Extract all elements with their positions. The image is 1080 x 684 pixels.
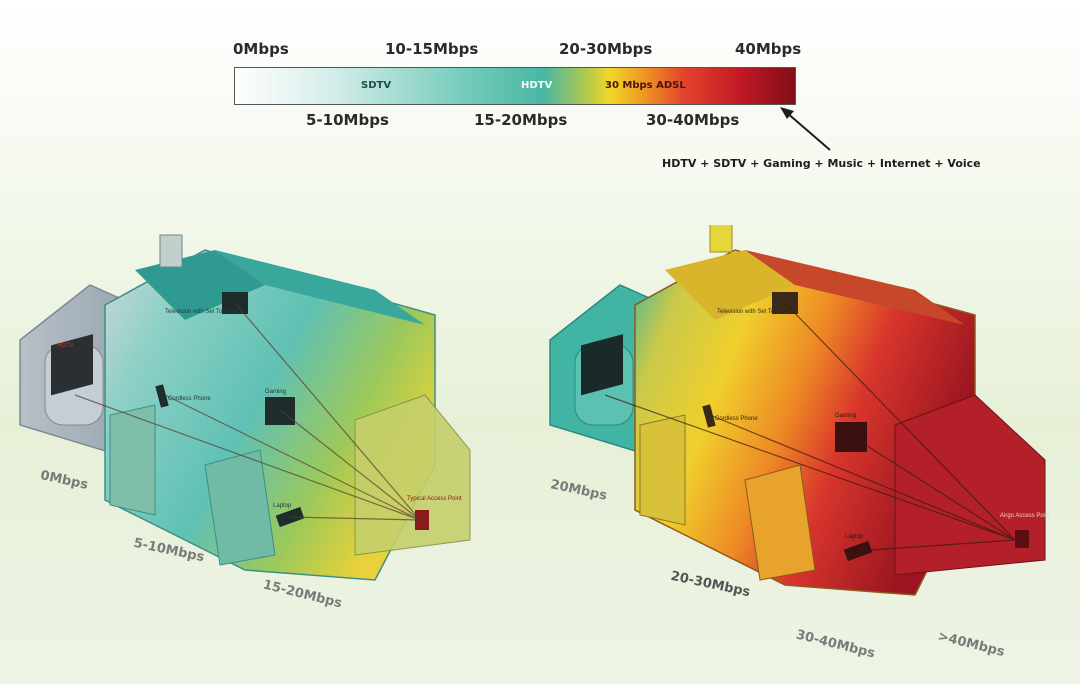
device-label-tv-stb: Television with Set Top Box [717,309,790,315]
device-label-cordless: Cordless Phone [715,416,758,422]
device-label-hdtv: HDTV [57,343,73,349]
scale-tick-0mbps: 0Mbps [233,40,289,58]
scale-tick-40mbps: 40Mbps [735,40,802,58]
device-label-access-point: Typical Access Point [407,496,462,502]
house-illustration-high: Television with Set Top Box Cordless Pho… [549,219,1050,596]
device-label-laptop: Laptop [273,503,292,509]
house-coverage-low: Television with Set Top Box Cordless Pho… [15,225,515,625]
scale-tick-10-15mbps: 10-15Mbps [385,40,479,58]
device-label-laptop: Laptop [845,534,864,540]
speed-gradient-bar: SDTV HDTV 30 Mbps ADSL [234,67,796,105]
speed-scale-legend: 0Mbps 10-15Mbps 20-30Mbps 40Mbps SDTV HD… [0,0,1080,190]
house-coverage-high: Television with Set Top Box Cordless Pho… [545,219,1065,665]
device-label-gaming: Gaming [265,389,286,395]
bar-label-sdtv: SDTV [361,80,392,91]
scale-tick-15-20mbps: 15-20Mbps [474,111,568,129]
bar-label-hdtv: HDTV [521,80,553,91]
bar-label-adsl: 30 Mbps ADSL [605,80,686,91]
device-label-hdtv: HDTV [597,348,619,357]
scale-tick-30-40mbps: 30-40Mbps [646,111,740,129]
device-label-access-point: Airgo Access Point [1000,513,1050,519]
device-label-cordless: Cordless Phone [168,396,211,402]
services-note: HDTV + SDTV + Gaming + Music + Internet … [662,157,981,170]
device-label-gaming: Gaming [835,413,856,419]
house-illustration-low: Television with Set Top Box Cordless Pho… [19,234,471,581]
scale-tick-5-10mbps: 5-10Mbps [306,111,389,129]
pointer-arrow-icon [780,107,831,151]
device-label-tv-stb: Television with Set Top Box [165,309,238,315]
scale-tick-20-30mbps: 20-30Mbps [559,40,653,58]
